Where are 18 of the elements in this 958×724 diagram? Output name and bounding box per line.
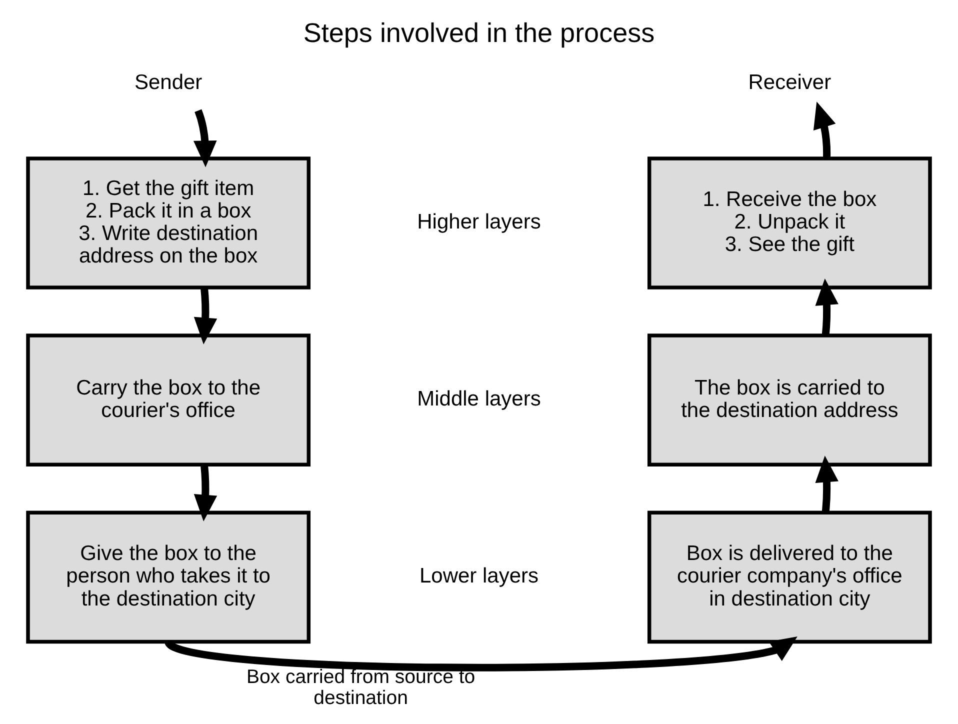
arrow: [166, 636, 798, 672]
label: Middle layers: [417, 388, 541, 411]
label: Higher layers: [417, 210, 541, 234]
node-box: Box is delivered to the courier company's office in destination city: [647, 510, 932, 644]
node-text: Receiver: [748, 70, 832, 94]
arrow: [815, 456, 838, 512]
node-box: 1. Receive the box 2. Unpack it 3. See the gift: [647, 156, 932, 290]
node-box: Give the box to the person who takes it to the destination city: [26, 510, 311, 644]
node-box: Carry the box to the courier's office: [26, 334, 311, 466]
arrow: [815, 278, 838, 336]
label: Lower layers: [419, 564, 539, 588]
arrow: [194, 287, 218, 344]
edge-label: Box carried from source to destination: [246, 666, 476, 710]
arrow: [194, 464, 218, 522]
diagram-title: Steps involved in the process: [303, 18, 655, 48]
node-text: Sender: [134, 70, 202, 94]
node-box: 1. Get the gift item 2. Pack it in a box 3. Write destination address on the box: [26, 156, 311, 290]
node-box: The box is carried to the destination address: [647, 334, 932, 466]
